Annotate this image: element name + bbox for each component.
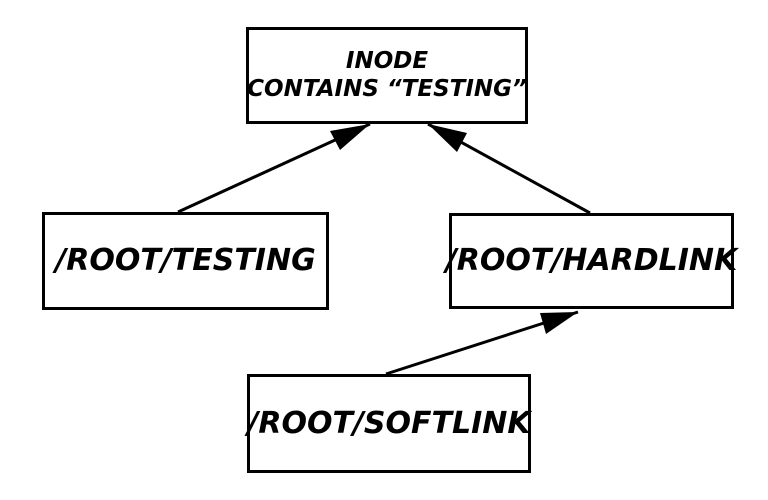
arrowhead-hardlink-to-inode — [428, 124, 467, 152]
inode-label-line1: INODE — [345, 47, 429, 74]
inode-box: INODE CONTAINS “TESTING” — [246, 27, 528, 124]
arrowhead-softlink-to-hardlink — [540, 312, 578, 334]
softlink-box: /ROOT/SOFTLINK — [247, 374, 531, 473]
softlink-label: /ROOT/SOFTLINK — [247, 405, 531, 441]
arrowhead-testing-to-inode — [330, 124, 370, 150]
hardlink-box: /ROOT/HARDLINK — [445, 213, 738, 309]
inode-label-line2: CONTAINS “TESTING” — [247, 75, 527, 102]
hardlink-label: /ROOT/HARDLINK — [445, 243, 738, 278]
testing-file-label: /ROOT/TESTING — [55, 243, 316, 278]
testing-file-box: /ROOT/TESTING — [42, 212, 329, 310]
